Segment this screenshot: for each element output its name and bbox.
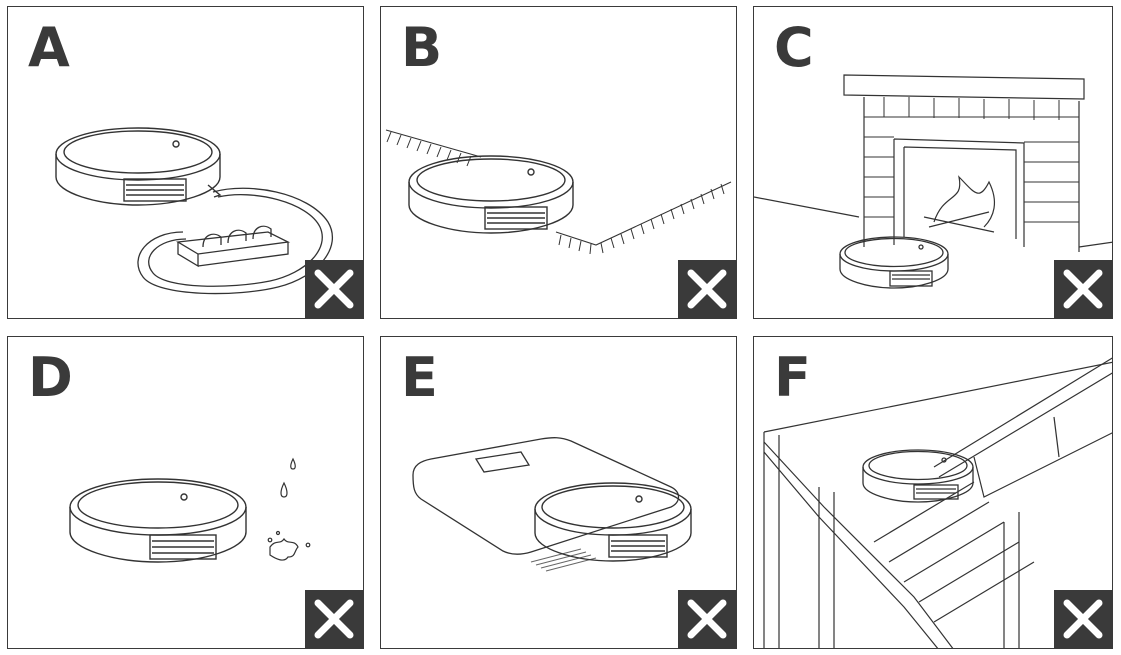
panel-c: C xyxy=(753,6,1113,319)
panel-d: D xyxy=(7,336,364,649)
robot-vacuum-illustration xyxy=(55,127,222,206)
robot-vacuum-illustration xyxy=(839,236,949,289)
x-mark-icon xyxy=(305,260,363,318)
robot-vacuum-illustration xyxy=(69,478,247,563)
panel-letter: B xyxy=(401,16,443,79)
panel-letter: C xyxy=(774,16,814,79)
robot-vacuum-illustration xyxy=(534,482,692,562)
x-mark-icon xyxy=(678,260,736,318)
panel-b: B xyxy=(380,6,737,319)
panel-letter: E xyxy=(401,346,438,409)
panel-letter: A xyxy=(28,16,70,79)
panel-letter: D xyxy=(28,346,73,409)
x-mark-icon xyxy=(1054,590,1112,648)
fireplace-illustration xyxy=(754,74,1112,252)
x-mark-icon xyxy=(305,590,363,648)
x-mark-icon xyxy=(1054,260,1112,318)
cord-strip-illustration xyxy=(137,187,334,295)
panel-f: F xyxy=(753,336,1113,649)
panel-e: E xyxy=(380,336,737,649)
robot-vacuum-illustration xyxy=(408,155,574,234)
panel-letter: F xyxy=(774,346,811,409)
bathroom-scale-illustration xyxy=(412,437,680,572)
stair-balcony-illustration xyxy=(763,357,1112,648)
liquid-spill-illustration xyxy=(267,457,311,561)
robot-vacuum-illustration xyxy=(862,449,974,503)
x-mark-icon xyxy=(678,590,736,648)
panel-a: A xyxy=(7,6,364,319)
